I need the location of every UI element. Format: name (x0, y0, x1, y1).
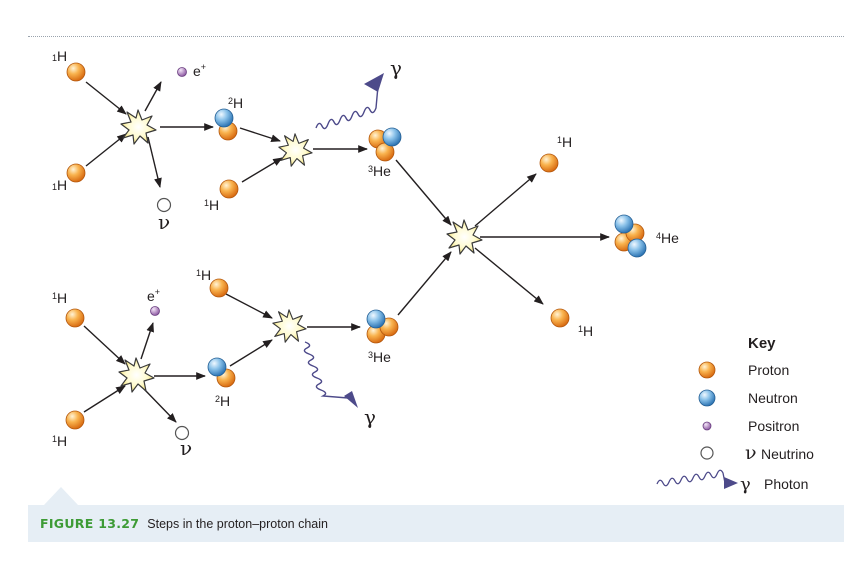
key-label-neutrino: Neutrino (761, 446, 814, 462)
proton-label: 1H (204, 197, 219, 213)
arrow (395, 159, 452, 226)
proton-particle (65, 308, 85, 328)
helium4-label: 4He (656, 230, 679, 246)
arrow (229, 339, 273, 367)
neutron-key-icon (698, 389, 716, 407)
final-fusion: 1H 1H 4He (395, 134, 679, 339)
bottom-branch: 1H 1H e+ ν 1H 2H 3He γ (52, 267, 399, 460)
positron-particle (177, 67, 187, 77)
neutrino-particle (156, 197, 172, 213)
key-title: Key (748, 335, 776, 352)
arrow (397, 251, 452, 316)
proton-label: 1H (52, 290, 67, 306)
top-branch: 1H 1H e+ ν 2H 1H 3He γ (52, 48, 402, 234)
neutrino-key-icon (700, 446, 714, 460)
proton-particle (65, 410, 85, 430)
proton-particle (209, 278, 229, 298)
photon-key-wave (656, 469, 726, 487)
top-divider (28, 36, 844, 37)
proton-particle (550, 308, 570, 328)
proton-label: 1H (557, 134, 572, 150)
figure-number: FIGURE 13.27 (40, 516, 140, 531)
key-label-neutron: Neutron (748, 390, 798, 406)
helium3-nucleus (368, 127, 402, 162)
legend-key: Key Proton Neutron Positron ν Neutrino γ… (656, 335, 814, 495)
proton-proton-chain-diagram: 1H 1H e+ ν 2H 1H 3He γ (52, 48, 814, 495)
arrow (83, 385, 126, 413)
key-label-photon: Photon (764, 476, 808, 492)
proton-particle (539, 153, 559, 173)
deuterium-label: 2H (228, 95, 243, 111)
proton-particle (66, 163, 86, 183)
photon-wave (315, 85, 379, 130)
proton-label: 1H (52, 177, 67, 193)
proton-label: 1H (52, 433, 67, 449)
neutrino-label: ν (158, 210, 170, 234)
positron-label: e+ (193, 62, 206, 79)
positron-particle (150, 306, 160, 316)
fusion-event-icon (120, 109, 157, 145)
helium3-nucleus (366, 309, 399, 344)
deuterium-label: 2H (215, 393, 230, 409)
proton-label: 1H (52, 48, 67, 64)
photon-key-arrowhead (724, 477, 738, 489)
arrow (144, 81, 162, 112)
arrow (241, 157, 283, 183)
photon-wave (303, 341, 349, 399)
fusion-event-icon (278, 133, 313, 167)
arrow (83, 325, 126, 365)
arrow (239, 127, 281, 143)
neutrino-particle (174, 425, 190, 441)
arrow (85, 81, 127, 115)
proton-particle (66, 62, 86, 82)
arrow (225, 293, 273, 319)
helium3-label: 3He (368, 349, 391, 365)
caption-notch (44, 487, 78, 505)
arrow (140, 322, 154, 360)
arrow (147, 136, 162, 188)
deuterium-nucleus (214, 108, 238, 141)
photon-arrowhead (344, 391, 358, 408)
key-label-proton: Proton (748, 362, 789, 378)
photon-arrowhead (364, 73, 384, 92)
proton-key-icon (698, 361, 716, 379)
positron-label: e+ (147, 287, 160, 304)
photon-label: γ (364, 405, 376, 429)
helium4-nucleus (614, 214, 647, 258)
deuterium-nucleus (207, 357, 236, 388)
proton-particle (219, 179, 239, 199)
neutrino-label: ν (180, 436, 192, 460)
caption-bar (28, 505, 844, 542)
arrow (474, 247, 544, 305)
figure-caption: FIGURE 13.27 Steps in the proton–proton c… (40, 516, 328, 532)
photon-label: γ (390, 56, 402, 80)
proton-label: 1H (196, 267, 211, 283)
proton-label: 1H (578, 323, 593, 339)
key-symbol-neutrino: ν (745, 442, 757, 464)
positron-key-icon (702, 421, 712, 431)
fusion-event-icon (272, 309, 307, 343)
helium3-label: 3He (368, 163, 391, 179)
arrow (474, 173, 537, 227)
key-label-positron: Positron (748, 418, 799, 434)
arrow (143, 388, 177, 423)
arrow (85, 133, 127, 167)
key-symbol-photon: γ (740, 474, 751, 495)
figure-title: Steps in the proton–proton chain (147, 517, 328, 531)
